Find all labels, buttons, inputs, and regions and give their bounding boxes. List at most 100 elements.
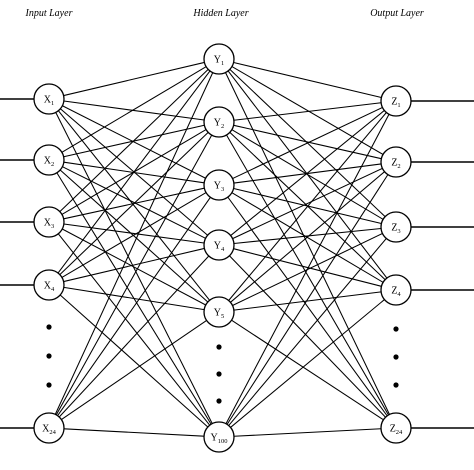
input-node-x2: X2 (33, 144, 65, 176)
connections (54, 61, 390, 437)
output-node-circle (380, 85, 412, 117)
edge-input-4-hidden-5 (63, 286, 205, 311)
edge-input-4-hidden-1 (57, 70, 211, 274)
hidden-node-y5: Y5 (203, 296, 235, 328)
output-node-z2: Z2 (380, 146, 412, 178)
hidden-ellipsis-dot (216, 371, 222, 377)
input-node-circle (33, 144, 65, 176)
edge-input-5-hidden-1 (54, 72, 214, 415)
input-node-label: X4 (44, 281, 55, 294)
hidden-node-circle (203, 421, 235, 453)
hidden-node-circle (203, 296, 235, 328)
output-node-label: Z4 (391, 286, 401, 299)
edge-input-4-hidden-4 (63, 247, 205, 283)
edge-hidden-4-output-5 (229, 255, 386, 418)
edge-hidden-5-output-1 (228, 112, 387, 301)
hidden-node-label: Y2 (214, 118, 224, 131)
edge-hidden-5-output-5 (231, 319, 384, 421)
edge-hidden-2-output-1 (233, 102, 382, 121)
edge-hidden-2-output-5 (226, 134, 389, 416)
input-ellipsis-dot (46, 382, 52, 388)
edge-hidden-2-output-3 (231, 129, 384, 220)
edge-hidden-5-output-2 (230, 171, 385, 303)
hidden-node-y100: Y100 (203, 421, 235, 453)
edge-hidden-1-output-1 (233, 61, 382, 99)
output-node-z24: Z24 (380, 412, 412, 444)
output-node-z3: Z3 (380, 211, 412, 243)
edge-input-5-hidden-2 (55, 134, 213, 416)
hidden-node-y1: Y1 (203, 43, 235, 75)
edge-input-1-hidden-6 (55, 112, 213, 424)
edge-hidden-2-output-2 (233, 124, 382, 160)
input-ellipsis-dot (46, 353, 52, 359)
hidden-node-circle (203, 43, 235, 75)
edge-hidden-3-output-5 (227, 196, 388, 417)
edge-input-1-hidden-1 (63, 61, 205, 97)
output-node-circle (380, 274, 412, 306)
edge-input-3-hidden-6 (57, 233, 211, 426)
output-ellipsis-dot (393, 326, 399, 332)
output-node-circle (380, 211, 412, 243)
edge-input-5-hidden-5 (61, 320, 207, 420)
io-lines (0, 98, 474, 429)
hidden-node-label: Y4 (214, 241, 225, 254)
output-node-circle (380, 412, 412, 444)
edge-input-5-hidden-3 (57, 196, 211, 417)
input-node-circle (33, 269, 65, 301)
edge-hidden-6-output-5 (233, 428, 382, 437)
input-node-x1: X1 (33, 83, 65, 115)
edge-hidden-3-output-1 (232, 106, 383, 180)
output-node-label: Z2 (391, 158, 400, 171)
edge-hidden-4-output-4 (233, 248, 382, 287)
edge-hidden-1-output-2 (231, 66, 384, 155)
edge-input-5-hidden-6 (63, 428, 205, 437)
input-node-circle (33, 412, 65, 444)
ellipsis-dots (46, 324, 399, 404)
input-node-label: X1 (44, 95, 54, 108)
hidden-node-label: Y100 (211, 433, 228, 446)
output-node-z4: Z4 (380, 274, 412, 306)
hidden-node-circle (203, 229, 235, 261)
edge-hidden-4-output-2 (232, 167, 383, 240)
hidden-node-label: Y5 (214, 308, 224, 321)
edge-hidden-6-output-3 (228, 238, 387, 426)
edge-input-1-hidden-5 (57, 110, 211, 301)
edge-hidden-5-output-4 (233, 291, 382, 311)
edge-input-4-hidden-2 (59, 132, 209, 275)
edge-input-2-hidden-1 (61, 66, 207, 153)
output-node-label: Z3 (391, 223, 400, 236)
output-node-z1: Z1 (380, 85, 412, 117)
input-node-circle (33, 206, 65, 238)
input-node-x4: X4 (33, 269, 65, 301)
input-node-label: X24 (42, 424, 56, 437)
hidden-node-y2: Y2 (203, 106, 235, 138)
hidden-ellipsis-dot (216, 344, 222, 350)
output-node-label: Z1 (391, 97, 400, 110)
input-node-x3: X3 (33, 206, 65, 238)
edge-input-2-hidden-5 (59, 169, 209, 303)
input-node-label: X2 (44, 156, 54, 169)
hidden-layer-title: Hidden Layer (192, 8, 248, 19)
output-ellipsis-dot (393, 382, 399, 388)
edge-input-4-hidden-6 (59, 294, 209, 428)
output-node-label: Z24 (390, 424, 403, 437)
edge-input-3-hidden-1 (59, 69, 209, 212)
edge-input-1-hidden-3 (62, 105, 206, 179)
hidden-node-label: Y1 (214, 55, 224, 68)
edge-input-4-hidden-3 (61, 192, 207, 278)
edge-hidden-6-output-4 (230, 299, 385, 428)
input-ellipsis-dot (46, 324, 52, 330)
output-ellipsis-dot (393, 354, 399, 360)
hidden-ellipsis-dot (216, 398, 222, 404)
hidden-node-label: Y3 (214, 181, 224, 194)
edge-hidden-6-output-2 (226, 174, 389, 425)
input-node-x24: X24 (33, 412, 65, 444)
output-layer-title: Output Layer (370, 8, 424, 19)
edge-input-1-hidden-2 (63, 100, 205, 121)
hidden-node-circle (203, 169, 235, 201)
input-node-circle (33, 83, 65, 115)
hidden-node-y4: Y4 (203, 229, 235, 261)
hidden-node-y3: Y3 (203, 169, 235, 201)
